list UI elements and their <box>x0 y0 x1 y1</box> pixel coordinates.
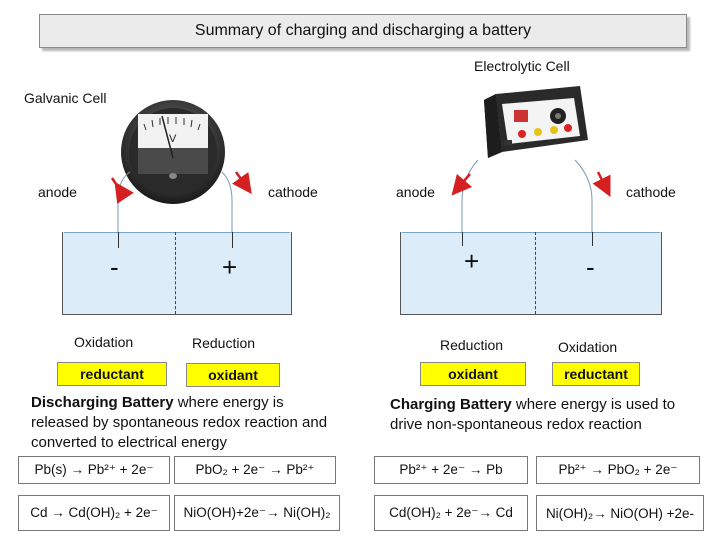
electrolytic-electrode-left <box>462 232 463 246</box>
galvanic-equation-4: NiO(OH)+2e⁻→ Ni(OH)₂ <box>174 495 340 531</box>
electrolytic-beaker <box>400 232 662 315</box>
galvanic-cell-heading: Galvanic Cell <box>24 90 107 106</box>
galvanic-arrow-left <box>110 177 134 204</box>
electrolytic-arrow-right <box>592 171 611 197</box>
electrolytic-waterline <box>402 232 660 233</box>
electrolytic-electrode-right <box>592 232 593 246</box>
galvanic-anode-label: anode <box>38 184 77 200</box>
galvanic-equation-1: Pb(s) → Pb²⁺ + 2e⁻ <box>18 456 170 484</box>
electrolytic-cell-heading: Electrolytic Cell <box>474 58 570 74</box>
galvanic-description: Discharging Battery where energy is rele… <box>31 394 328 451</box>
galvanic-electrode-right <box>232 232 233 248</box>
electrolytic-equation-1: Pb²⁺ + 2e⁻ → Pb <box>374 456 528 484</box>
electrolytic-equation-4: Ni(OH)₂→ NiO(OH) +2e- <box>536 495 704 531</box>
galvanic-right-process: Reduction <box>192 335 256 351</box>
galvanic-equation-2: PbO₂ + 2e⁻ → Pb²⁺ <box>174 456 336 484</box>
electrolytic-description: Charging Battery where energy is used to… <box>390 396 676 433</box>
galvanic-positive-sign: + <box>222 252 238 282</box>
electrolytic-left-process: Reduction <box>440 337 504 353</box>
galvanic-arrow-right <box>232 171 252 195</box>
galvanic-right-role: oxidant <box>186 363 280 387</box>
galvanic-left-role: reductant <box>57 362 167 386</box>
galvanic-left-process: Oxidation <box>74 334 134 350</box>
electrolytic-positive-sign: + <box>464 246 480 276</box>
electrolytic-left-role: oxidant <box>420 362 526 386</box>
galvanic-cathode-label: cathode <box>268 184 318 200</box>
galvanic-beaker <box>62 232 292 315</box>
galvanic-wire-right <box>221 171 233 250</box>
electrolytic-cathode-label: cathode <box>626 184 676 200</box>
power-supply-icon <box>484 86 588 158</box>
electrolytic-negative-sign: - <box>586 252 595 282</box>
galvanic-negative-sign: - <box>110 252 119 282</box>
galvanic-electrode-left <box>118 232 119 248</box>
voltmeter-symbol: V <box>169 133 177 145</box>
page-title: Summary of charging and discharging a ba… <box>39 14 687 48</box>
galvanic-separator <box>175 232 176 314</box>
electrolytic-arrow-left <box>451 173 473 196</box>
electrolytic-wire-right <box>574 159 593 250</box>
electrolytic-equation-2: Pb²⁺ → PbO₂ + 2e⁻ <box>536 456 700 484</box>
electrolytic-right-process: Oxidation <box>558 339 618 355</box>
voltmeter-icon: V <box>121 100 225 204</box>
galvanic-equation-3: Cd → Cd(OH)₂ + 2e⁻ <box>18 495 170 531</box>
electrolytic-right-role: reductant <box>552 362 640 386</box>
galvanic-waterline <box>64 232 290 233</box>
electrolytic-separator <box>535 232 536 314</box>
electrolytic-anode-label: anode <box>396 184 435 200</box>
electrolytic-equation-3: Cd(OH)₂ + 2e⁻→ Cd <box>374 495 528 531</box>
